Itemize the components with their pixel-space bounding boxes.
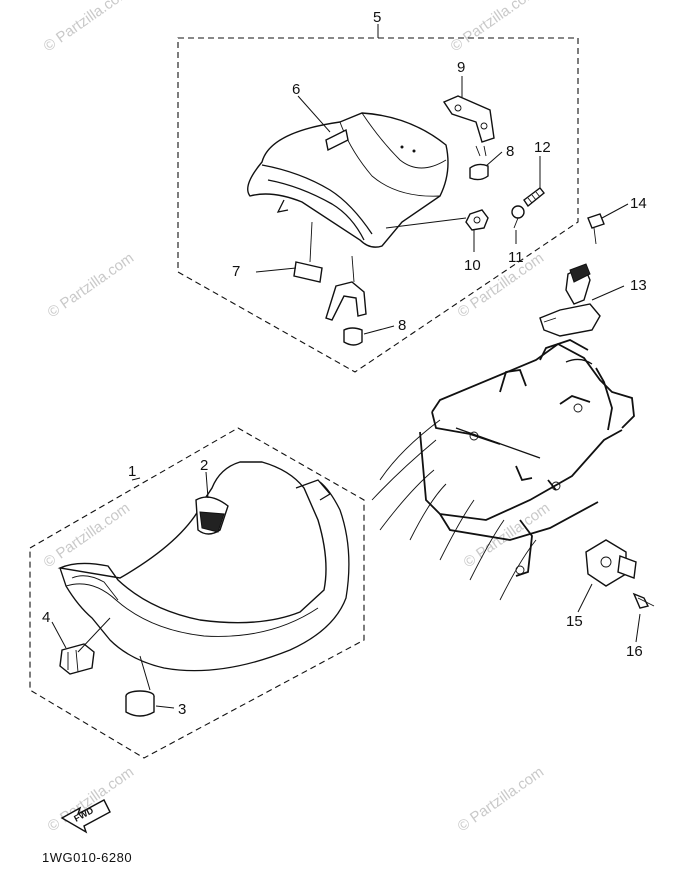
- drawing-code: 1WG010-6280: [42, 850, 132, 865]
- callout-9: 9: [457, 59, 465, 76]
- bracket-9: [442, 95, 495, 143]
- callout-12: 12: [534, 139, 551, 156]
- callout-2: 2: [200, 457, 208, 474]
- seat-lock-13: [539, 263, 601, 337]
- assembly-5-boundary: [177, 37, 579, 373]
- bracket-lower: [325, 255, 367, 321]
- bolt-14: [587, 213, 605, 245]
- watermark: © Partzilla.com: [45, 763, 138, 835]
- rear-seat-cowl: [247, 112, 449, 248]
- callout-7: 7: [232, 263, 240, 280]
- callout-3: 3: [178, 701, 186, 718]
- pad-7-guide: [309, 221, 313, 263]
- callout-labels: 5 6 9 8 12 10 11 7 8 14 13 15 16 1 2 3 4: [42, 9, 647, 718]
- callout-10: 10: [464, 257, 481, 274]
- leader-lines: [51, 24, 641, 709]
- assembly-1-boundary: [29, 427, 365, 759]
- callout-11: 11: [508, 249, 524, 266]
- damper-8-lower: [343, 327, 363, 346]
- callout-16: 16: [626, 643, 643, 660]
- callout-8-upper: 8: [506, 143, 514, 160]
- callout-13: 13: [630, 277, 647, 294]
- callout-15: 15: [566, 613, 583, 630]
- callout-8-lower: 8: [398, 317, 406, 334]
- watermark: © Partzilla.com: [455, 763, 548, 835]
- watermark: © Partzilla.com: [448, 0, 541, 55]
- screw-11: [511, 205, 525, 229]
- callout-1: 1: [128, 463, 136, 480]
- callout-14: 14: [630, 195, 647, 212]
- callout-6: 6: [292, 81, 300, 98]
- main-seat: [57, 461, 350, 672]
- watermark: © Partzilla.com: [41, 499, 134, 571]
- watermark: © Partzilla.com: [41, 0, 134, 55]
- nut-10: [465, 209, 489, 231]
- callout-5: 5: [373, 9, 381, 26]
- callout-4: 4: [42, 609, 50, 626]
- watermark-group: © Partzilla.com © Partzilla.com © Partzi…: [41, 0, 554, 835]
- lock-cylinder-15: [585, 539, 637, 587]
- cowl-emblem: [325, 128, 349, 152]
- pad-7: [293, 261, 323, 283]
- damper-3: [125, 690, 155, 717]
- bolt-12: [523, 187, 545, 208]
- screw-16: [632, 592, 655, 609]
- damper-8-upper-guide: [475, 145, 487, 157]
- watermark: © Partzilla.com: [45, 249, 138, 321]
- damper-4: [59, 643, 95, 675]
- motorcycle-frame: [371, 339, 635, 601]
- fwd-arrow: FWD: [60, 799, 111, 834]
- seat-strap-2-fill: [199, 511, 225, 533]
- damper-8-upper: [469, 163, 489, 181]
